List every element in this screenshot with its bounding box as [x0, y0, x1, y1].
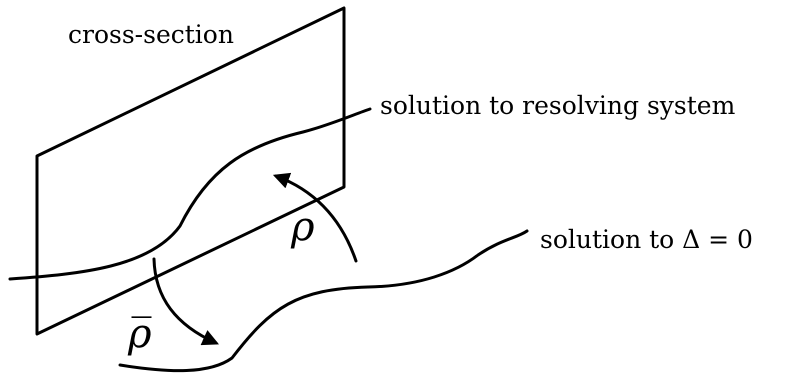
delta-zero-label: solution to Δ = 0	[540, 225, 753, 254]
rho-bar-label: ρ̅	[127, 311, 152, 357]
rho-label: ρ	[290, 204, 315, 250]
cross-section-plane	[35, 6, 346, 336]
cross-section-label: cross-section	[68, 20, 234, 49]
rho-arrow	[272, 172, 358, 263]
resolving-system-curve	[8, 107, 372, 281]
delta-zero-curve	[118, 229, 529, 373]
resolving-system-label: solution to resolving system	[380, 91, 736, 120]
rho-bar-arrow	[152, 257, 220, 346]
